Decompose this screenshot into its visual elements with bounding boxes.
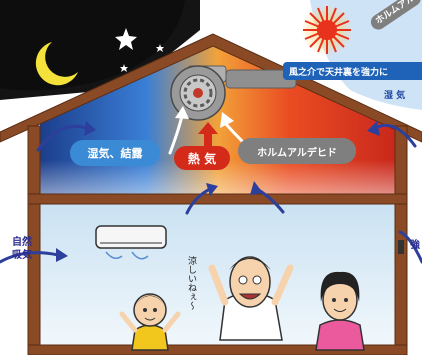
formaldehyde-bubble: ホルムアルデヒド xyxy=(238,138,356,164)
attic-fan-icon xyxy=(170,65,297,121)
speech-text: 涼しいねぇ〜 xyxy=(186,256,196,310)
moon-icon xyxy=(35,42,78,86)
air-conditioner-icon xyxy=(95,225,167,260)
strong-partial-label: 強 xyxy=(410,240,420,251)
banner-bubble: 風之介で天井裏を強力に xyxy=(283,62,422,80)
heat-arrow-icon xyxy=(198,122,218,146)
stars-icon xyxy=(115,28,164,72)
wall-vent-icon xyxy=(398,240,404,254)
child-figure xyxy=(119,293,181,351)
banner-label: 風之介で天井裏を強力に xyxy=(289,67,389,78)
father-figure xyxy=(208,256,294,341)
heat-label: 熱 気 xyxy=(187,151,217,166)
moisture-condensation-label: 湿気、結露 xyxy=(87,147,143,160)
natural-intake-label: 自然 吸気 xyxy=(12,237,32,261)
formaldehyde-label: ホルムアルデヒド xyxy=(257,147,337,159)
moisture-condensation-bubble: 湿気、結露 xyxy=(70,140,160,166)
heat-bubble: 熱 気 xyxy=(174,146,230,170)
mother-figure xyxy=(315,271,365,351)
house-frame xyxy=(0,33,422,355)
sun-icon xyxy=(301,4,353,56)
moisture-right-label: 湿 気 xyxy=(384,91,406,101)
airflow-arrows xyxy=(0,106,422,264)
